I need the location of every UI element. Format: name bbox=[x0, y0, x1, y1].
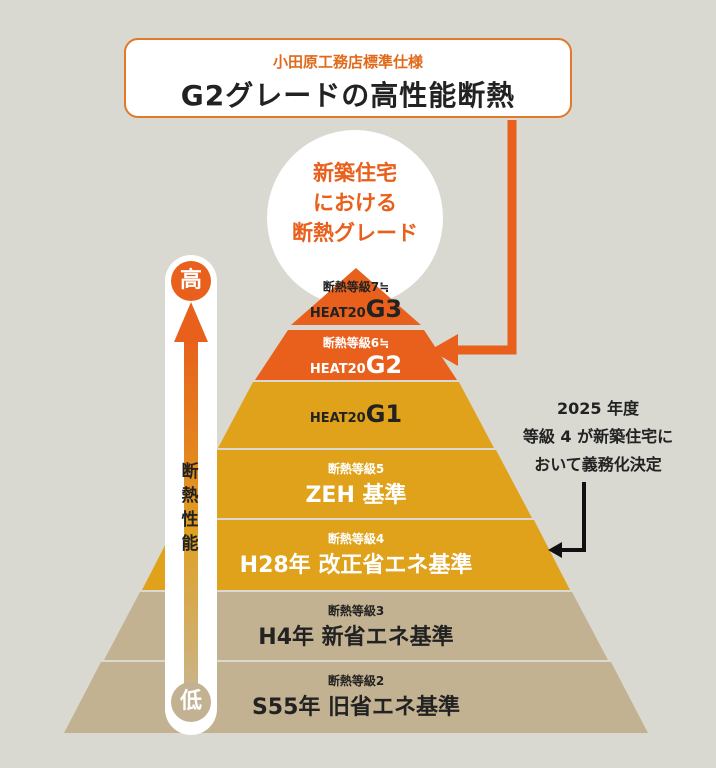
tier-h28 bbox=[142, 520, 570, 590]
title-subtitle: 小田原工務店標準仕様 bbox=[272, 53, 423, 71]
axis-label: 断 熱 性 能 bbox=[178, 460, 202, 556]
circle-line: における bbox=[313, 191, 397, 215]
note-pointer-arrowhead bbox=[548, 542, 562, 558]
level-g3-heat: HEAT20G3 bbox=[309, 295, 402, 323]
level-zeh-standard: ZEH 基準 bbox=[305, 483, 407, 508]
axis-label-char: 性 bbox=[181, 510, 199, 530]
tier-g2 bbox=[255, 330, 457, 380]
axis-label-char: 熱 bbox=[181, 486, 199, 506]
level-g2-heat: HEAT20G2 bbox=[309, 351, 402, 379]
circle-line: 断熱グレード bbox=[292, 221, 418, 245]
axis-high-circle bbox=[171, 261, 211, 301]
heat-prefix: HEAT20 bbox=[309, 306, 366, 321]
circle-line: 新築住宅 bbox=[313, 161, 397, 185]
level-g2: 断熱等級6≒ HEAT20G2 bbox=[286, 334, 426, 379]
level-g1: HEAT20G1 bbox=[286, 400, 426, 428]
axis-high-label: 高 bbox=[179, 268, 202, 293]
title-box: 小田原工務店標準仕様 G2グレードの高性能断熱 bbox=[124, 38, 572, 118]
tier-g1 bbox=[218, 382, 494, 448]
note-line: おいて義務化決定 bbox=[534, 455, 662, 474]
level-s55-standard: S55年 旧省エネ基準 bbox=[251, 695, 461, 720]
level-h4-standard: H4年 新省エネ基準 bbox=[258, 625, 454, 650]
grade-circle bbox=[267, 130, 443, 306]
level-s55-grade: 断熱等級2 bbox=[327, 674, 385, 688]
level-h28: 断熱等級4 H28年 改正省エネ基準 bbox=[206, 530, 506, 579]
mandate-note: 2025 年度 等級 4 が新築住宅に おいて義務化決定 bbox=[488, 395, 708, 479]
axis-label-char: 断 bbox=[181, 462, 199, 482]
level-h4-grade: 断熱等級3 bbox=[327, 604, 385, 618]
level-g1-heat: HEAT20G1 bbox=[309, 400, 402, 428]
tier-h4 bbox=[104, 592, 608, 660]
axis-low-circle bbox=[171, 682, 211, 722]
g2-pointer-arrowhead bbox=[430, 334, 458, 366]
level-h28-standard: H28年 改正省エネ基準 bbox=[239, 553, 473, 578]
level-g2-grade: 断熱等級6≒ bbox=[322, 336, 390, 350]
heat-grade: G2 bbox=[365, 351, 403, 379]
level-s55: 断熱等級2 S55年 旧省エネ基準 bbox=[206, 672, 506, 721]
level-h28-grade: 断熱等級4 bbox=[327, 532, 385, 546]
tier-zeh bbox=[180, 450, 532, 518]
circle-caption: 新築住宅 における 断熱グレード bbox=[270, 158, 440, 278]
g2-pointer-line bbox=[450, 120, 517, 355]
heat-grade: G3 bbox=[365, 295, 403, 323]
level-g3: 断熱等級7≒ HEAT20G3 bbox=[286, 278, 426, 323]
title-main: G2グレードの高性能断熱 bbox=[180, 79, 516, 112]
level-zeh: 断熱等級5 ZEH 基準 bbox=[256, 460, 456, 509]
axis-bar bbox=[184, 338, 198, 690]
note-line: 等級 4 が新築住宅に bbox=[522, 427, 674, 446]
heat-grade: G1 bbox=[365, 400, 403, 428]
axis-low-label: 低 bbox=[179, 689, 202, 714]
level-zeh-grade: 断熱等級5 bbox=[327, 462, 385, 476]
level-g3-grade: 断熱等級7≒ bbox=[322, 280, 390, 294]
axis-arrowhead bbox=[174, 302, 208, 342]
axis-label-char: 能 bbox=[181, 534, 199, 554]
level-h4: 断熱等級3 H4年 新省エネ基準 bbox=[206, 602, 506, 651]
tier-g3 bbox=[291, 268, 421, 325]
heat-prefix: HEAT20 bbox=[309, 411, 366, 426]
note-line: 2025 年度 bbox=[556, 399, 640, 418]
heat-prefix: HEAT20 bbox=[309, 362, 366, 377]
note-pointer-line bbox=[560, 482, 586, 552]
